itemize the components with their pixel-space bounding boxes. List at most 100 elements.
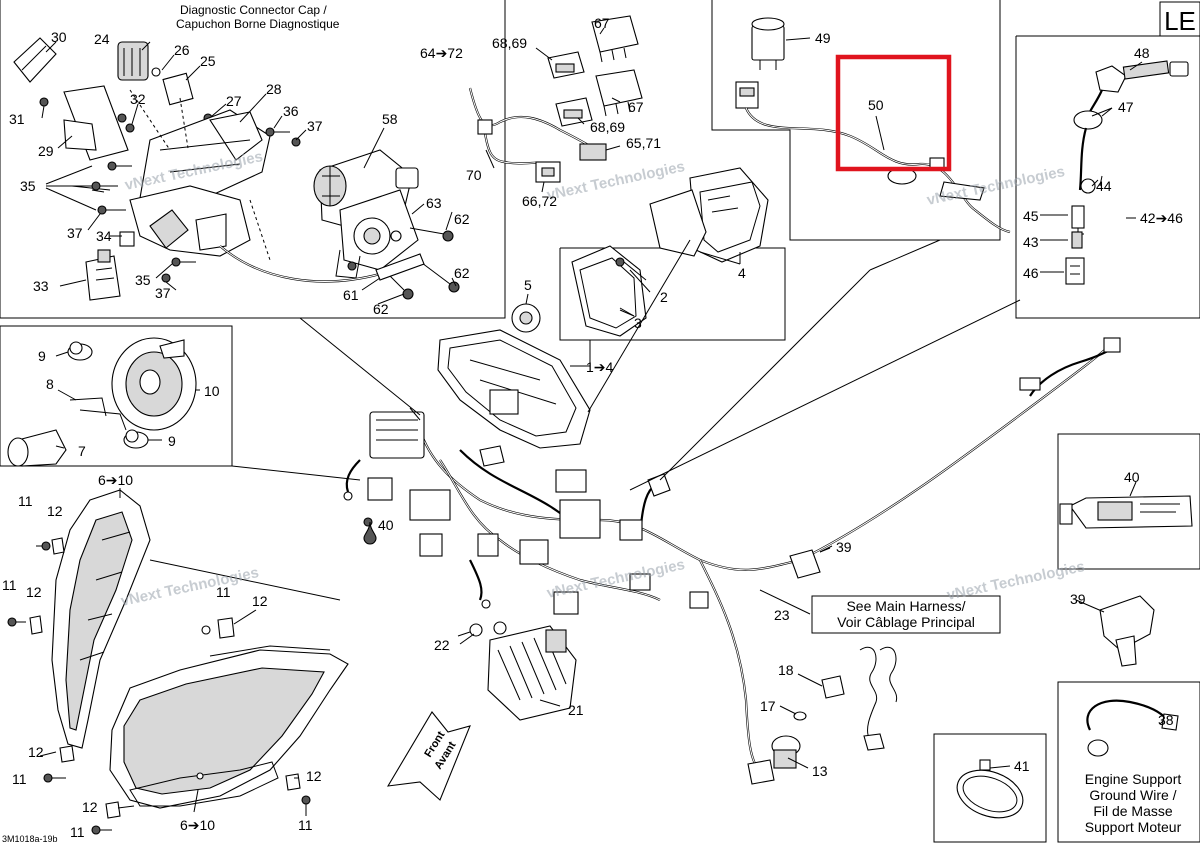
callout-62a: 62 — [454, 211, 470, 227]
svg-text:vNext Technologies: vNext Technologies — [545, 158, 686, 204]
leader-lines — [39, 27, 1165, 813]
svg-text:vNext Technologies: vNext Technologies — [545, 556, 686, 602]
main-harness — [343, 329, 1121, 773]
tether-switch — [747, 647, 898, 785]
callout-37b: 37 — [67, 225, 83, 241]
callout-11e: 11 — [298, 817, 313, 833]
callout-64-72: 64➔72 — [420, 45, 463, 61]
svg-text:vNext Technologies: vNext Technologies — [119, 564, 260, 610]
headlight-fasteners — [7, 537, 311, 835]
callout-5: 5 — [524, 277, 532, 293]
ground-caption-line4: Support Moteur — [1085, 819, 1182, 835]
callout-33: 33 — [33, 278, 49, 294]
callout-8: 8 — [46, 376, 54, 392]
callout-9b: 9 — [168, 433, 176, 449]
callout-24: 24 — [94, 31, 110, 47]
callout-70: 70 — [466, 167, 482, 183]
callout-40b: 40 — [1124, 469, 1140, 485]
headlight-housings — [51, 489, 349, 809]
callout-7: 7 — [78, 443, 86, 459]
callout-48: 48 — [1134, 45, 1150, 61]
ground-caption-line2: Ground Wire / — [1089, 787, 1176, 803]
cable-clip-small — [789, 547, 831, 579]
clip-39 — [1099, 595, 1155, 667]
grease-tube-40 — [1059, 495, 1193, 529]
callout-11d: 11 — [12, 771, 27, 787]
steering-motor — [313, 149, 460, 300]
callout-11f: 11 — [70, 824, 85, 840]
callout-26: 26 — [174, 42, 190, 58]
accessory-harness — [735, 17, 1011, 234]
callout-68-69b: 68,69 — [590, 119, 625, 135]
callout-numbers: 30 24 26 25 31 32 27 28 36 37 29 35 37 3… — [2, 15, 1183, 840]
callout-62b: 62 — [454, 265, 470, 281]
callout-11c: 11 — [216, 584, 231, 600]
callout-38: 38 — [1158, 712, 1174, 728]
sensor-harness-42-46 — [1040, 60, 1189, 285]
callout-6-10a: 6➔10 — [98, 472, 133, 488]
harness-caption-line1: See Main Harness/ — [846, 598, 965, 614]
callout-67b: 67 — [628, 99, 644, 115]
steering-bracket-group — [13, 37, 416, 301]
callout-17: 17 — [760, 698, 776, 714]
callout-12c: 12 — [252, 593, 268, 609]
diag-caption-line2: Capuchon Borne Diagnostique — [176, 17, 340, 31]
callout-68-69a: 68,69 — [492, 35, 527, 51]
callout-41: 41 — [1014, 758, 1030, 774]
callout-67a: 67 — [594, 15, 610, 31]
callout-10: 10 — [204, 383, 220, 399]
ground-caption-line1: Engine Support — [1085, 771, 1182, 787]
callout-47: 47 — [1118, 99, 1134, 115]
callout-25: 25 — [200, 53, 216, 69]
callout-62c: 62 — [373, 301, 389, 317]
callout-11a: 11 — [18, 493, 33, 509]
corner-code: LE — [1164, 6, 1196, 36]
callout-58: 58 — [382, 111, 398, 127]
strap-41 — [956, 759, 1024, 819]
callout-12b: 12 — [26, 584, 42, 600]
callout-6-10b: 6➔10 — [180, 817, 215, 833]
callout-44: 44 — [1096, 178, 1112, 194]
callout-36: 36 — [283, 103, 299, 119]
callout-46: 46 — [1023, 265, 1039, 281]
callout-34: 34 — [96, 228, 112, 244]
callout-12d: 12 — [28, 744, 44, 760]
doc-code: 3M1018a-19b — [2, 834, 58, 844]
callout-4: 4 — [738, 265, 746, 281]
callout-30: 30 — [51, 29, 67, 45]
callout-66-72: 66,72 — [522, 193, 557, 209]
relay-connector-group — [468, 15, 643, 183]
callout-29: 29 — [38, 143, 54, 159]
svg-text:vNext Technologies: vNext Technologies — [945, 558, 1086, 604]
callout-3: 3 — [634, 315, 642, 331]
pointer-arrows — [149, 239, 1021, 601]
callout-31: 31 — [9, 111, 25, 127]
callout-35b: 35 — [135, 272, 151, 288]
callout-32: 32 — [130, 91, 146, 107]
callout-13: 13 — [812, 763, 828, 779]
voltage-regulator — [459, 621, 577, 721]
callout-11b: 11 — [2, 577, 17, 593]
callout-12a: 12 — [47, 503, 63, 519]
harness-caption-line2: Voir Câblage Principal — [837, 614, 975, 630]
callout-65-71: 65,71 — [626, 135, 661, 151]
ground-caption-line3: Fil de Masse — [1093, 803, 1173, 819]
highlight-box — [835, 54, 952, 172]
callout-37a: 37 — [307, 118, 323, 134]
callout-39b: 39 — [1070, 591, 1086, 607]
headlight-bulb-parts — [7, 337, 197, 467]
watermarks: vNext Technologies vNext Technologies vN… — [119, 148, 1086, 610]
callout-21: 21 — [568, 702, 584, 718]
callout-28: 28 — [266, 81, 282, 97]
callout-39a: 39 — [836, 539, 852, 555]
callout-40a: 40 — [378, 517, 394, 533]
callout-23: 23 — [774, 607, 790, 623]
callout-12e: 12 — [306, 768, 322, 784]
callout-50: 50 — [868, 97, 884, 113]
callout-22: 22 — [434, 637, 450, 653]
diag-caption-line1: Diagnostic Connector Cap / — [180, 3, 327, 17]
callout-49: 49 — [815, 30, 831, 46]
callout-63: 63 — [426, 195, 442, 211]
